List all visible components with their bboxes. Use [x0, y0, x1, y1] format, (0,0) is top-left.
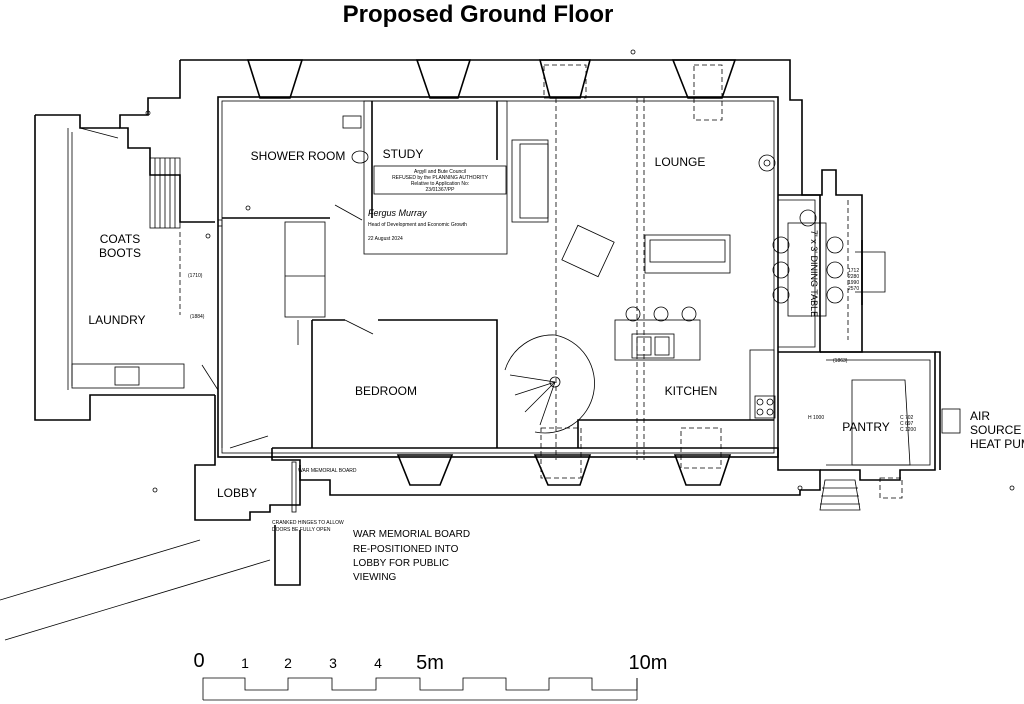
- hob-icon: [754, 395, 776, 419]
- label-laundry: LAUNDRY: [88, 313, 145, 327]
- scale-label-2: 2: [284, 655, 292, 671]
- label-coats: COATS: [100, 232, 140, 246]
- stamp-line-4: 23/01367/PP: [426, 187, 456, 193]
- label-hinges-1: CRANKED HINGES TO ALLOW: [272, 520, 344, 526]
- label-shower-room: SHOWER ROOM: [251, 149, 346, 163]
- dimension-labels: WAR MEMORIAL BOARD CRANKED HINGES TO ALL…: [188, 268, 916, 533]
- note-line-4: VIEWING: [353, 572, 397, 583]
- note-line-3: LOBBY FOR PUBLIC: [353, 558, 449, 569]
- label-lounge: LOUNGE: [655, 155, 706, 169]
- note-line-2: RE-POSITIONED INTO: [353, 544, 459, 555]
- dim-8: 2570: [848, 286, 859, 292]
- kitchen-island: [614, 319, 701, 361]
- label-bedroom: BEDROOM: [355, 384, 417, 398]
- armchair-icon: [561, 224, 615, 278]
- dim-1: (1710): [188, 273, 203, 279]
- dim-6: 2280: [848, 274, 859, 280]
- interior-walls: [221, 100, 774, 448]
- basin-icon: [351, 150, 369, 164]
- dim-4: H 1000: [808, 415, 824, 421]
- plan-title: Proposed Ground Floor: [343, 1, 614, 28]
- laundry-sink-icon: [114, 366, 140, 386]
- scale-label-4: 4: [374, 655, 382, 671]
- air-source-line-2: SOURCE: [970, 423, 1021, 437]
- dashed-lines: [179, 98, 849, 460]
- stamp-line-6: 22 August 2024: [368, 236, 403, 242]
- scale-bar: 0 1 2 3 4 5m 10m: [193, 650, 668, 701]
- exterior-walls: [0, 59, 941, 641]
- stamp-line-2: REFUSED by the PLANNING AUTHORITY: [392, 175, 489, 181]
- label-hinges-2: DOORS BE FULLY OPEN: [272, 527, 331, 533]
- dim-10: C 697: [900, 421, 914, 427]
- toilet-icon: [342, 115, 362, 129]
- scale-label-10m: 10m: [629, 652, 668, 674]
- doors: [79, 127, 374, 449]
- air-source-line-1: AIR: [970, 409, 990, 423]
- label-memorial-board: WAR MEMORIAL BOARD: [298, 468, 357, 474]
- laundry-counter: [71, 363, 185, 389]
- scale-label-0: 0: [193, 650, 204, 672]
- label-lobby: LOBBY: [217, 486, 257, 500]
- scale-label-3: 3: [329, 655, 337, 671]
- air-source-line-3: HEAT PUMP: [970, 437, 1024, 451]
- label-study: STUDY: [383, 147, 424, 161]
- stamp-line-3: Relative to Application No:: [411, 181, 469, 187]
- scale-label-1: 1: [241, 655, 249, 671]
- dim-2: (1884): [190, 314, 205, 320]
- dim-7: 1990: [848, 280, 859, 286]
- sofa-lounge-icon: [644, 234, 731, 274]
- stamp-signature: Fergus Murray: [368, 208, 427, 218]
- dim-5: 1712: [848, 268, 859, 274]
- scale-label-5m: 5m: [416, 652, 444, 674]
- dim-9: C 702: [900, 415, 914, 421]
- air-source-label: AIR SOURCE HEAT PUMP: [970, 409, 1024, 451]
- memorial-board: [291, 461, 297, 513]
- heat-pump-icon: [941, 408, 961, 434]
- room-labels: SHOWER ROOM STUDY LOUNGE COATS BOOTS LAU…: [88, 147, 889, 500]
- label-boots: BOOTS: [99, 246, 141, 260]
- kitchen-counter: [749, 349, 775, 421]
- markers: [145, 49, 1015, 493]
- stamp-line-1: Argyll and Bute Council: [414, 169, 466, 175]
- furniture: [71, 115, 961, 513]
- label-pantry: PANTRY: [842, 420, 890, 434]
- chimney-bays: [246, 59, 911, 499]
- dining-table-icon: [787, 222, 827, 317]
- stamp-line-5: Head of Development and Economic Growth: [368, 222, 467, 228]
- memorial-note: WAR MEMORIAL BOARD RE-POSITIONED INTO LO…: [353, 529, 470, 583]
- dim-3: (1863): [833, 358, 848, 364]
- stove-icon: [758, 154, 776, 172]
- stairs: [149, 157, 861, 511]
- planning-stamp: Argyll and Bute Council REFUSED by the P…: [368, 165, 507, 242]
- note-line-1: WAR MEMORIAL BOARD: [353, 529, 470, 540]
- sofa-icon: [511, 139, 549, 223]
- label-kitchen: KITCHEN: [665, 384, 718, 398]
- dim-11: C 1200: [900, 427, 916, 433]
- label-dining-table: 7' x 3' DINING TABLE: [809, 230, 819, 317]
